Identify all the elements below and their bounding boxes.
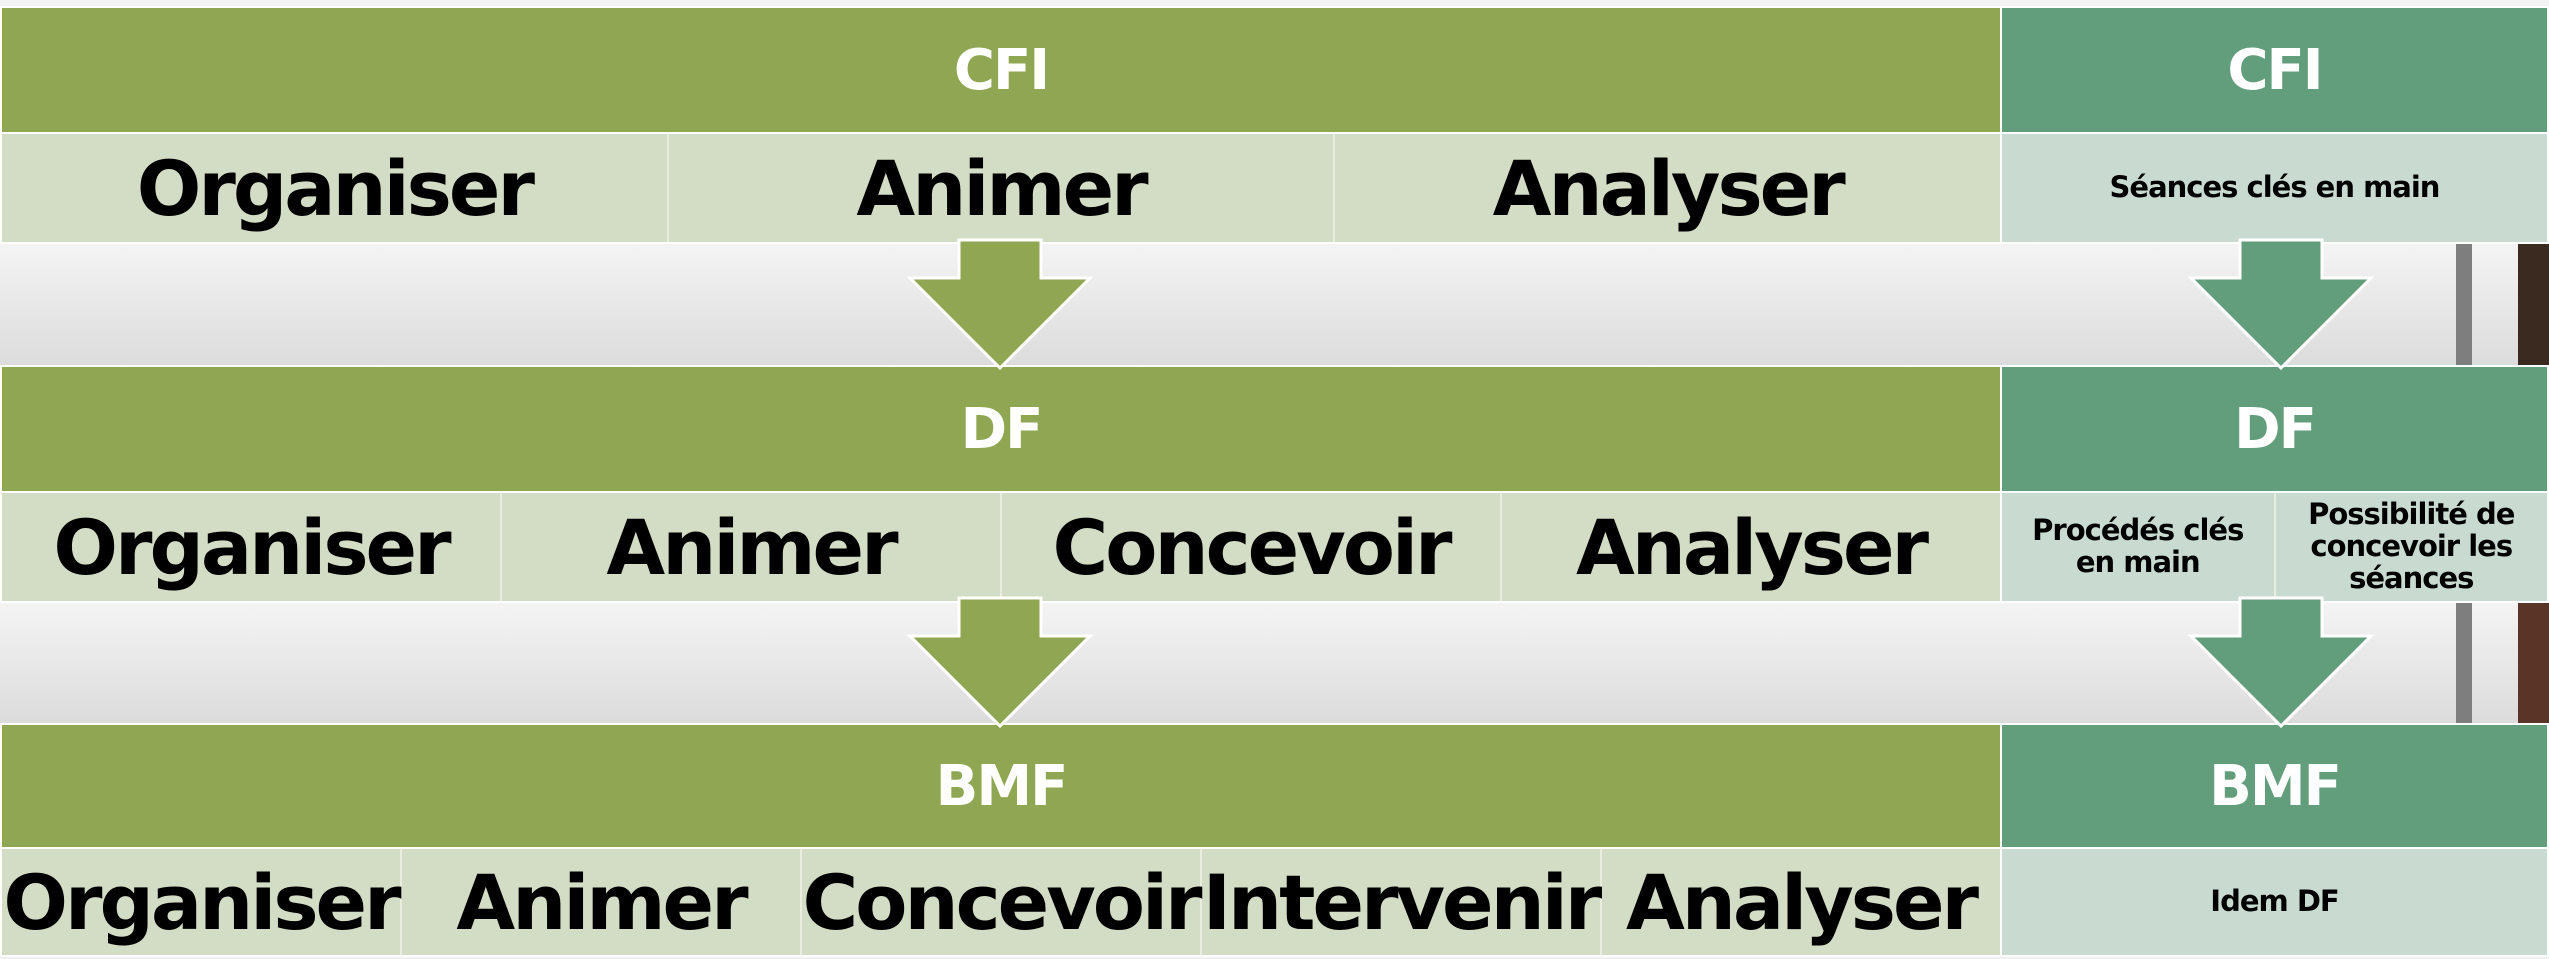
skill-cell: Analyser (1492, 143, 1846, 233)
df-header: DF (0, 365, 2002, 493)
background-band-2 (0, 601, 2549, 723)
cfi-header: CFI (0, 6, 2002, 134)
down-arrow-icon (2187, 238, 2375, 371)
skill-cell: Intervenir (1202, 849, 1602, 955)
note-cell: Possibilité de concevoir les séances (2308, 497, 2515, 595)
bmf-header: BMF (0, 723, 2002, 849)
skill-cell: Organiser (2, 849, 402, 955)
background-band-1 (0, 243, 2549, 365)
down-arrow-icon (906, 238, 1094, 371)
skill-cell: Analyser (1625, 857, 1979, 947)
cfi-skills-row: Organiser Animer Analyser (0, 132, 2002, 244)
bmf-header-right: BMF (2000, 723, 2549, 849)
bmf-skills-row: Organiser Animer Concevoir Intervenir An… (0, 847, 2002, 957)
down-arrow-icon (906, 596, 1094, 729)
skill-cell: Organiser (2, 493, 502, 601)
df-skills-row: Organiser Animer Concevoir Analyser (0, 491, 2002, 603)
skill-cell: Concevoir (1002, 493, 1502, 601)
df-header-right: DF (2000, 365, 2549, 493)
skill-cell: Animer (502, 493, 1002, 601)
skill-cell: Animer (402, 849, 802, 955)
edge-divider (2456, 601, 2472, 723)
skill-cell: Concevoir (802, 849, 1202, 955)
edge-photo (2518, 243, 2549, 365)
note-cell: Idem DF (2210, 884, 2339, 919)
bmf-note-row: Idem DF (2000, 847, 2549, 957)
edge-photo (2518, 601, 2549, 723)
down-arrow-icon (2187, 596, 2375, 729)
skill-cell: Analyser (1575, 502, 1929, 592)
cfi-header-right: CFI (2000, 6, 2549, 134)
skill-cell: Animer (669, 134, 1336, 242)
note-cell: Procédés clés en main (2002, 493, 2276, 601)
skill-cell: Organiser (2, 134, 669, 242)
df-note-row: Procédés clés en main Possibilité de con… (2000, 491, 2549, 603)
cfi-note-row: Séances clés en main (2000, 132, 2549, 244)
edge-divider (2456, 243, 2472, 365)
note-cell: Séances clés en main (2109, 170, 2441, 205)
